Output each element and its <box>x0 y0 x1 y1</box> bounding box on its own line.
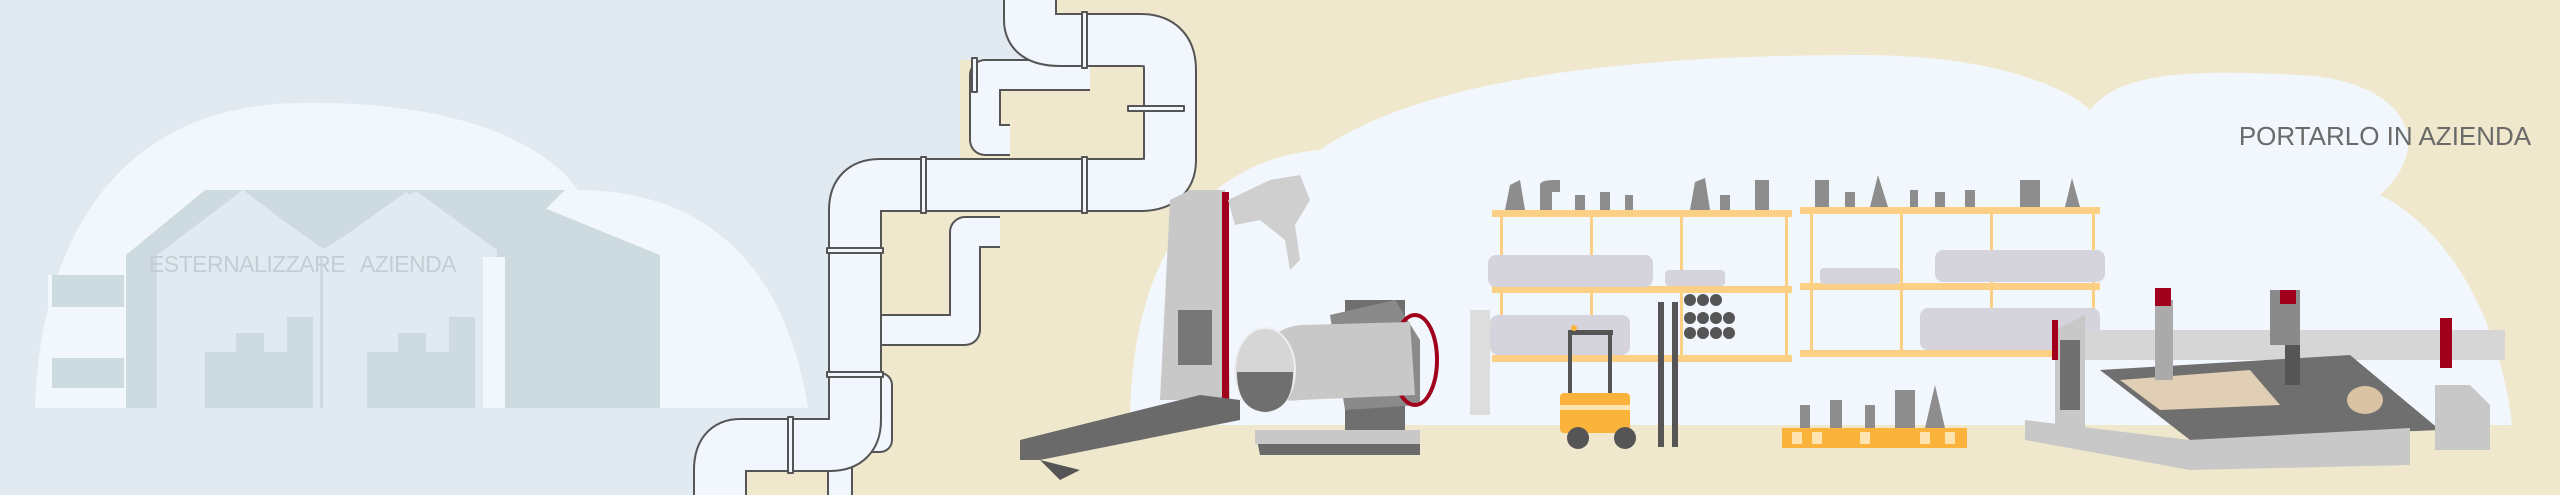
factory-buildings: ESTERNALIZZARE AZIENDA <box>48 190 660 408</box>
pipe-fittings <box>1505 175 2080 210</box>
cutting-table <box>2025 288 2505 470</box>
welding-machine <box>1020 175 1490 480</box>
pipeline <box>693 0 1197 495</box>
pallet-with-fittings <box>1782 385 1967 448</box>
forklift <box>1560 302 1678 449</box>
building-label-azienda: AZIENDA <box>360 251 457 277</box>
storage-racks <box>1488 175 2105 362</box>
portarlo-in-azienda-heading: PORTARLO IN AZIENDA <box>2239 121 2532 151</box>
building-label-esternalizzare: ESTERNALIZZARE <box>149 251 345 277</box>
